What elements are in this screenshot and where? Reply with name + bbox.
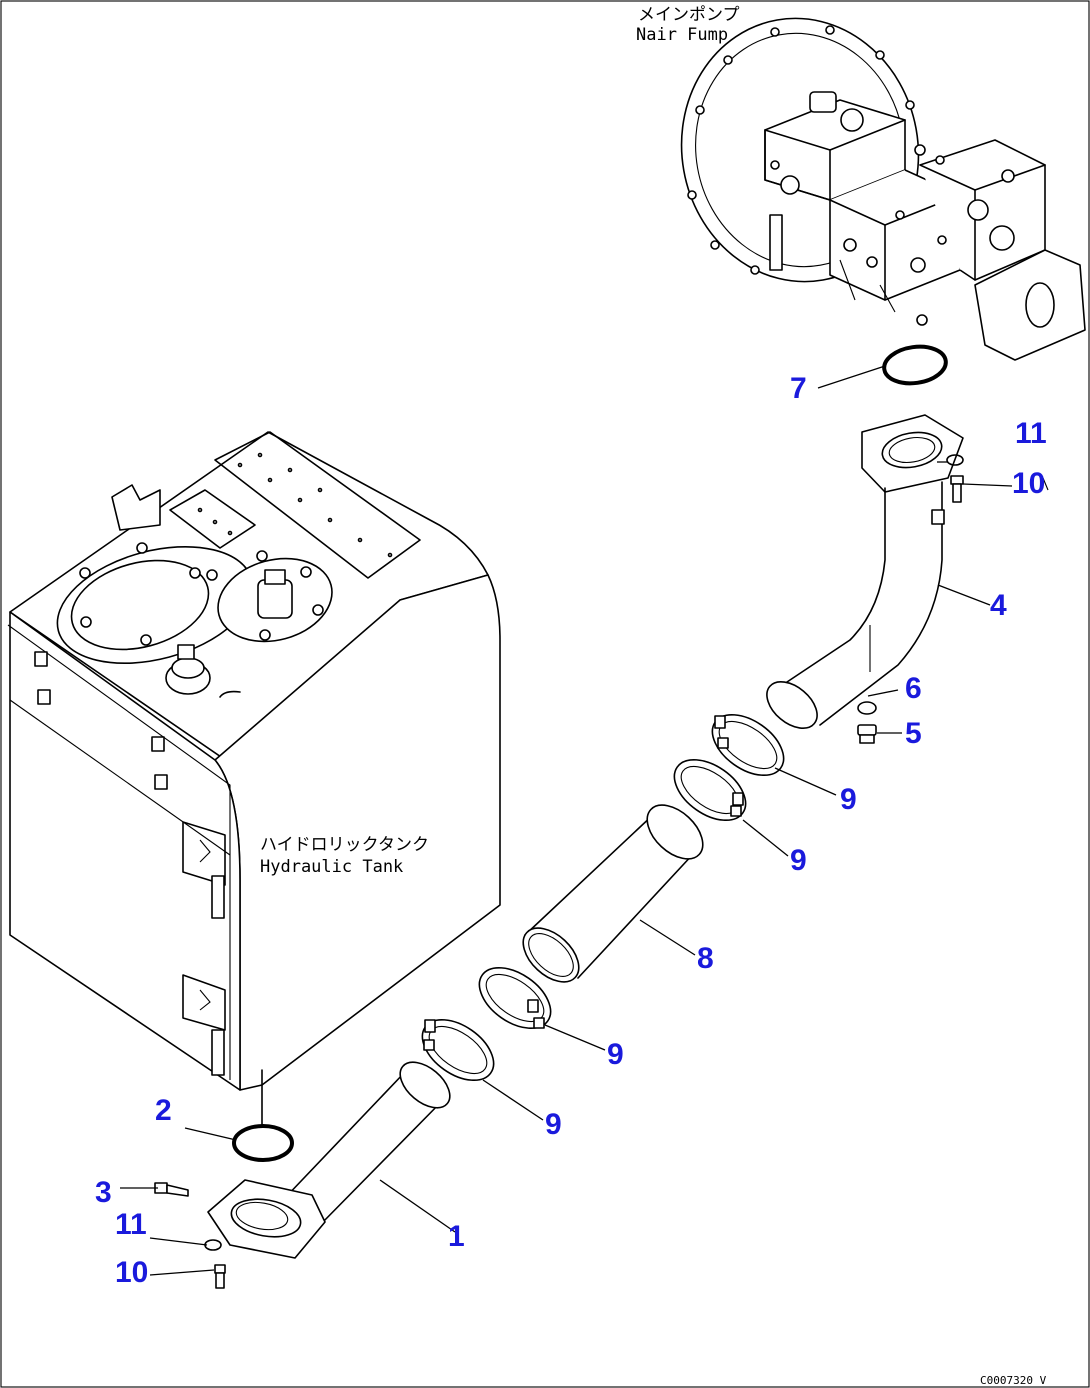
callout-5: 5 <box>905 717 922 750</box>
callout-4: 4 <box>990 589 1007 622</box>
callout-6: 6 <box>905 672 922 705</box>
hose-clamp-9-c <box>478 966 552 1030</box>
washer-11-upper <box>946 454 964 466</box>
bolt-3 <box>154 1182 189 1197</box>
plug-5 <box>857 724 877 744</box>
bolt-10-lower <box>214 1264 226 1289</box>
tube-1 <box>207 1061 451 1259</box>
leader-lines <box>120 365 1049 1276</box>
hydraulic-tank <box>7 431 501 1126</box>
pump-label-jp: メインポンプ <box>638 5 740 25</box>
tank-label-en: Hydraulic Tank <box>260 857 403 877</box>
callout-1: 1 <box>448 1220 465 1253</box>
hose-clamp-9-a <box>711 713 785 777</box>
callout-11-lower: 11 <box>115 1208 147 1241</box>
tube-4 <box>766 414 964 729</box>
callout-9-d: 9 <box>545 1108 562 1141</box>
main-pump <box>680 17 1086 361</box>
o-ring-6 <box>857 701 877 715</box>
o-ring-7 <box>882 344 948 386</box>
callout-9-c: 9 <box>607 1038 624 1071</box>
callout-10-lower: 10 <box>115 1256 148 1289</box>
callout-7: 7 <box>790 372 807 405</box>
callout-3: 3 <box>95 1176 112 1209</box>
pump-rear-flange <box>974 249 1086 361</box>
callout-8: 8 <box>697 942 714 975</box>
tube-1-flange <box>207 1179 326 1259</box>
bolt-10-upper <box>950 475 964 503</box>
callout-9-b: 9 <box>790 844 807 877</box>
tube-4-end <box>766 681 818 729</box>
callout-9-a: 9 <box>840 783 857 816</box>
tank-front-face <box>9 611 241 1091</box>
tube-4-flange <box>861 414 964 493</box>
callout-10-upper: 10 <box>1012 467 1045 500</box>
tank-filter-cover <box>70 559 210 651</box>
pump-label-en: Nair Fump <box>636 25 728 45</box>
callout-11-upper: 11 <box>1015 417 1047 450</box>
hose-clamp-9-b <box>673 758 747 822</box>
drawing-reference-code: C0007320 V <box>980 1374 1047 1387</box>
pump-flywheel-housing <box>680 17 920 283</box>
hose-8 <box>522 804 704 983</box>
callout-2: 2 <box>155 1094 172 1127</box>
tank-label-jp: ハイドロリックタンク <box>260 835 429 855</box>
o-ring-2 <box>232 1124 294 1162</box>
washer-11-lower <box>204 1239 222 1251</box>
hose-clamp-9-d <box>421 1018 495 1082</box>
